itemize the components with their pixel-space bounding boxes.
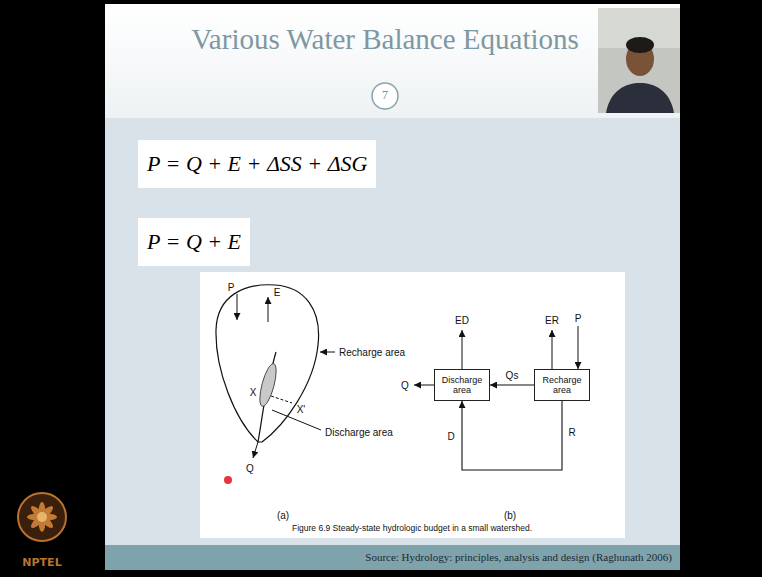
flux-symbol: Q bbox=[246, 463, 254, 474]
flux-symbol: ER bbox=[545, 315, 559, 326]
outflow-arrow bbox=[253, 442, 258, 458]
figure-caption: Figure 6.9 Steady-state hydrologic budge… bbox=[292, 524, 532, 533]
flux-symbol: ED bbox=[455, 315, 469, 326]
node-text: P = Q + E + ΔSS + ΔSG bbox=[147, 151, 367, 177]
panel-label: (a) bbox=[277, 510, 289, 521]
flux-symbol: E bbox=[274, 287, 281, 298]
evaporation-arrow bbox=[268, 297, 269, 322]
figure-panel bbox=[200, 272, 625, 538]
presenter-body bbox=[606, 83, 674, 113]
logo-petal bbox=[29, 504, 56, 531]
outflow-arrow bbox=[414, 385, 434, 386]
flux-symbol: D bbox=[447, 431, 454, 442]
laser-pointer-dot bbox=[224, 476, 232, 484]
area-label: Discharge area bbox=[325, 427, 393, 438]
section-label: X bbox=[250, 387, 257, 398]
presenter-hair bbox=[626, 37, 654, 53]
flux-symbol: R bbox=[568, 427, 575, 438]
flow-connector bbox=[490, 384, 534, 385]
flux-symbol: P bbox=[575, 313, 582, 324]
precipitation-arrow bbox=[237, 294, 238, 320]
leader-line bbox=[272, 410, 321, 430]
process-box: Discharge area bbox=[434, 369, 490, 401]
logo-ring bbox=[18, 493, 66, 541]
watershed-outline bbox=[216, 285, 319, 442]
page-number: 7 bbox=[382, 89, 388, 102]
slide-header bbox=[105, 4, 680, 118]
flux-symbol: Q bbox=[401, 380, 409, 391]
equation-box: P = Q + E + ΔSS + ΔSG bbox=[138, 140, 376, 188]
process-box: Recharge area bbox=[534, 369, 590, 401]
evaporation-arrow bbox=[462, 330, 463, 369]
node-text: P = Q + E bbox=[147, 229, 241, 255]
logo-petal bbox=[27, 513, 57, 521]
flow-connector bbox=[462, 401, 562, 470]
leader-arrow bbox=[320, 352, 335, 353]
section-line bbox=[271, 396, 292, 403]
nptel-logo bbox=[18, 493, 66, 541]
node-text: Recharge area bbox=[539, 375, 585, 396]
slide-body bbox=[105, 118, 680, 545]
discharge-zone bbox=[257, 362, 280, 408]
footer-bar bbox=[105, 545, 680, 570]
logo-text: NPTEL bbox=[22, 557, 61, 569]
page-number-circle bbox=[372, 83, 398, 109]
edge-label: Qs bbox=[504, 370, 521, 381]
evaporation-arrow bbox=[552, 330, 553, 369]
section-label: X' bbox=[297, 404, 306, 415]
panel-label: (b) bbox=[504, 510, 516, 521]
node-text: Discharge area bbox=[439, 375, 485, 396]
precipitation-arrow bbox=[578, 326, 579, 369]
source-note: Source: Hydrology: principles, analysis … bbox=[365, 551, 672, 563]
equation-box: P = Q + E bbox=[138, 218, 250, 266]
logo-petal bbox=[38, 502, 46, 532]
webcam-frame bbox=[598, 8, 680, 113]
flux-symbol: P bbox=[228, 282, 235, 293]
area-label: Recharge area bbox=[339, 347, 405, 358]
logo-center bbox=[37, 512, 47, 522]
slide-title: Various Water Balance Equations bbox=[191, 24, 579, 56]
